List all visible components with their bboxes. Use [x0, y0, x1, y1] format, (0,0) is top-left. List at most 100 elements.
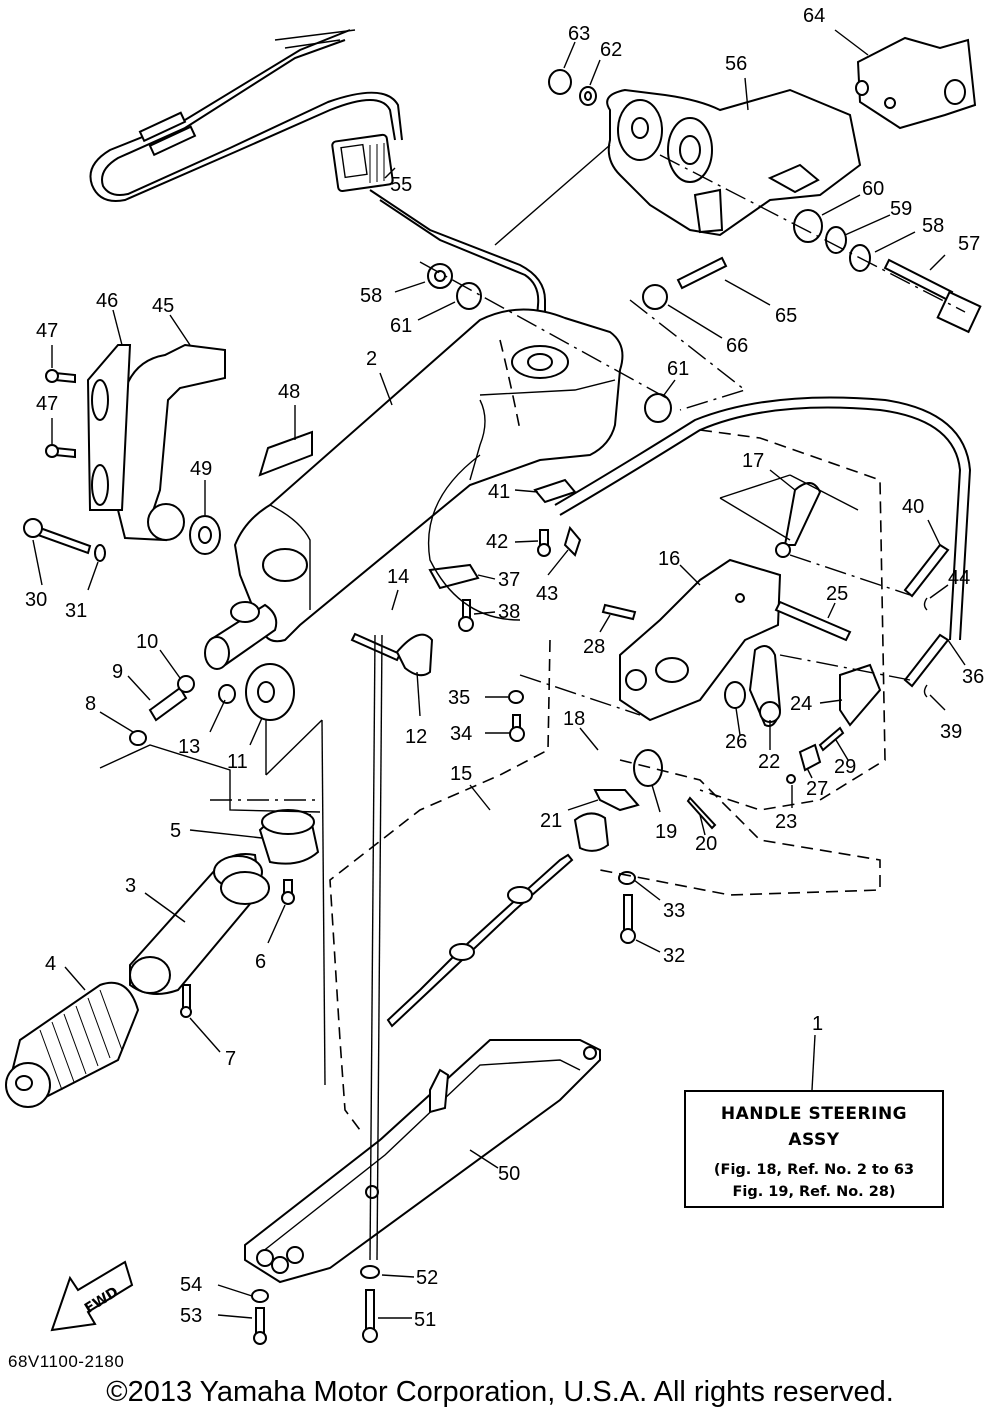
callout-58a: 58 [360, 285, 382, 307]
callout-47a: 47 [36, 320, 58, 342]
callout-32: 32 [663, 945, 685, 967]
callout-22: 22 [758, 751, 780, 773]
callout-65: 65 [775, 305, 797, 327]
callout-37: 37 [498, 569, 520, 591]
callout-19: 19 [655, 821, 677, 843]
callout-11: 11 [227, 751, 248, 773]
callout-53: 53 [180, 1305, 202, 1327]
part-4-grip [5, 981, 140, 1108]
part-48-label [258, 430, 313, 477]
callout-36: 36 [962, 666, 984, 688]
parts-22-24-26-lever-cam [724, 645, 882, 727]
part-56-steering-bracket [606, 88, 862, 237]
parts-30-31-bolt-washer [23, 518, 106, 562]
part-50-lower-plate [244, 1039, 601, 1284]
fwd-direction-arrow: FWD [50, 1260, 134, 1332]
callout-52: 52 [416, 1267, 438, 1289]
diagram-code: 68V1100-2180 [8, 1352, 125, 1371]
callout-2: 2 [366, 348, 377, 370]
callout-58b: 58 [922, 215, 944, 237]
handle-steering-assy-note: HANDLE STEERING ASSY (Fig. 18, Ref. No. … [684, 1090, 944, 1208]
callout-38: 38 [498, 601, 520, 623]
callout-35: 35 [448, 687, 470, 709]
callout-64: 64 [803, 5, 825, 27]
callout-63: 63 [568, 23, 590, 45]
assy-title-line1: HANDLE STEERING [720, 1104, 908, 1124]
part-45-handle-lever [116, 343, 226, 542]
callout-12: 12 [405, 726, 427, 748]
part-2-tiller-handle [233, 308, 624, 643]
callout-46: 46 [96, 290, 118, 312]
shift-mechanism-loop-cable [554, 396, 972, 641]
parts-65-66-stud-nut [642, 256, 728, 310]
callout-9: 9 [112, 661, 123, 683]
callouts: 1 2 3 4 5 6 7 8 9 10 11 12 13 14 15 16 1… [25, 5, 984, 1331]
callout-3: 3 [125, 875, 136, 897]
part-3-throttle-grip-core [129, 853, 270, 995]
parts-57-60-pivot-bolt [659, 154, 982, 334]
callout-56: 56 [725, 53, 747, 75]
callout-14: 14 [387, 566, 409, 588]
callout-39: 39 [940, 721, 962, 743]
callout-45: 45 [152, 295, 174, 317]
callout-61b: 61 [667, 358, 689, 380]
parts-41-43-clips [533, 478, 582, 557]
callout-66: 66 [726, 335, 748, 357]
shift-cable [386, 853, 574, 1028]
part-12-friction-knob [350, 632, 434, 677]
callout-24: 24 [790, 693, 812, 715]
parts-37-38-plate-bolt [428, 563, 480, 632]
part-55-connector [331, 133, 394, 192]
part-47-screws [45, 369, 76, 459]
callout-18: 18 [563, 708, 585, 730]
callout-59: 59 [890, 198, 912, 220]
callout-54: 54 [180, 1274, 202, 1296]
part-46-plate [86, 344, 132, 511]
part-49-bushing [189, 515, 221, 555]
throttle-cables [89, 29, 403, 202]
parts-62-63-nut-washer [548, 69, 597, 106]
callout-41: 41 [488, 481, 510, 503]
wiring-harness [369, 189, 546, 331]
callout-7: 7 [225, 1048, 236, 1070]
parts-6-7-screws [180, 879, 295, 1018]
parts-51-54-bolts [251, 1265, 380, 1345]
callout-13: 13 [178, 736, 200, 758]
callout-29: 29 [834, 756, 856, 778]
callout-16: 16 [658, 548, 680, 570]
parts-58-61-bushings [419, 261, 672, 423]
callout-44: 44 [948, 567, 970, 589]
assy-note-line2: Fig. 19, Ref. No. 28) [732, 1184, 896, 1200]
callout-1: 1 [812, 1013, 823, 1035]
callout-62: 62 [600, 39, 622, 61]
part-17-shift-lever [775, 482, 822, 558]
callout-21: 21 [540, 810, 562, 832]
callout-34: 34 [450, 723, 472, 745]
callout-15: 15 [450, 763, 472, 785]
callout-48: 48 [278, 381, 300, 403]
part-5-collar [258, 809, 320, 865]
callout-33: 33 [663, 900, 685, 922]
callout-6: 6 [255, 951, 266, 973]
callout-42: 42 [486, 531, 508, 553]
part-64-bracket [855, 36, 977, 130]
shift-assy-dashed-outline [329, 429, 886, 1131]
callout-57: 57 [958, 233, 980, 255]
callout-8: 8 [85, 693, 96, 715]
callout-17: 17 [742, 450, 764, 472]
callout-60: 60 [862, 178, 884, 200]
callout-20: 20 [695, 833, 717, 855]
callout-50: 50 [498, 1163, 520, 1185]
callout-47b: 47 [36, 393, 58, 415]
parts-36-39-40-44-cable-ends [903, 543, 950, 698]
callout-43: 43 [536, 583, 558, 605]
callout-10: 10 [136, 631, 158, 653]
callout-51: 51 [414, 1309, 436, 1331]
callout-30: 30 [25, 589, 47, 611]
callout-40: 40 [902, 496, 924, 518]
part-25-shaft [774, 600, 852, 642]
callout-61a: 61 [390, 315, 412, 337]
callout-23: 23 [775, 811, 797, 833]
assy-title-line2: ASSY [788, 1130, 840, 1150]
